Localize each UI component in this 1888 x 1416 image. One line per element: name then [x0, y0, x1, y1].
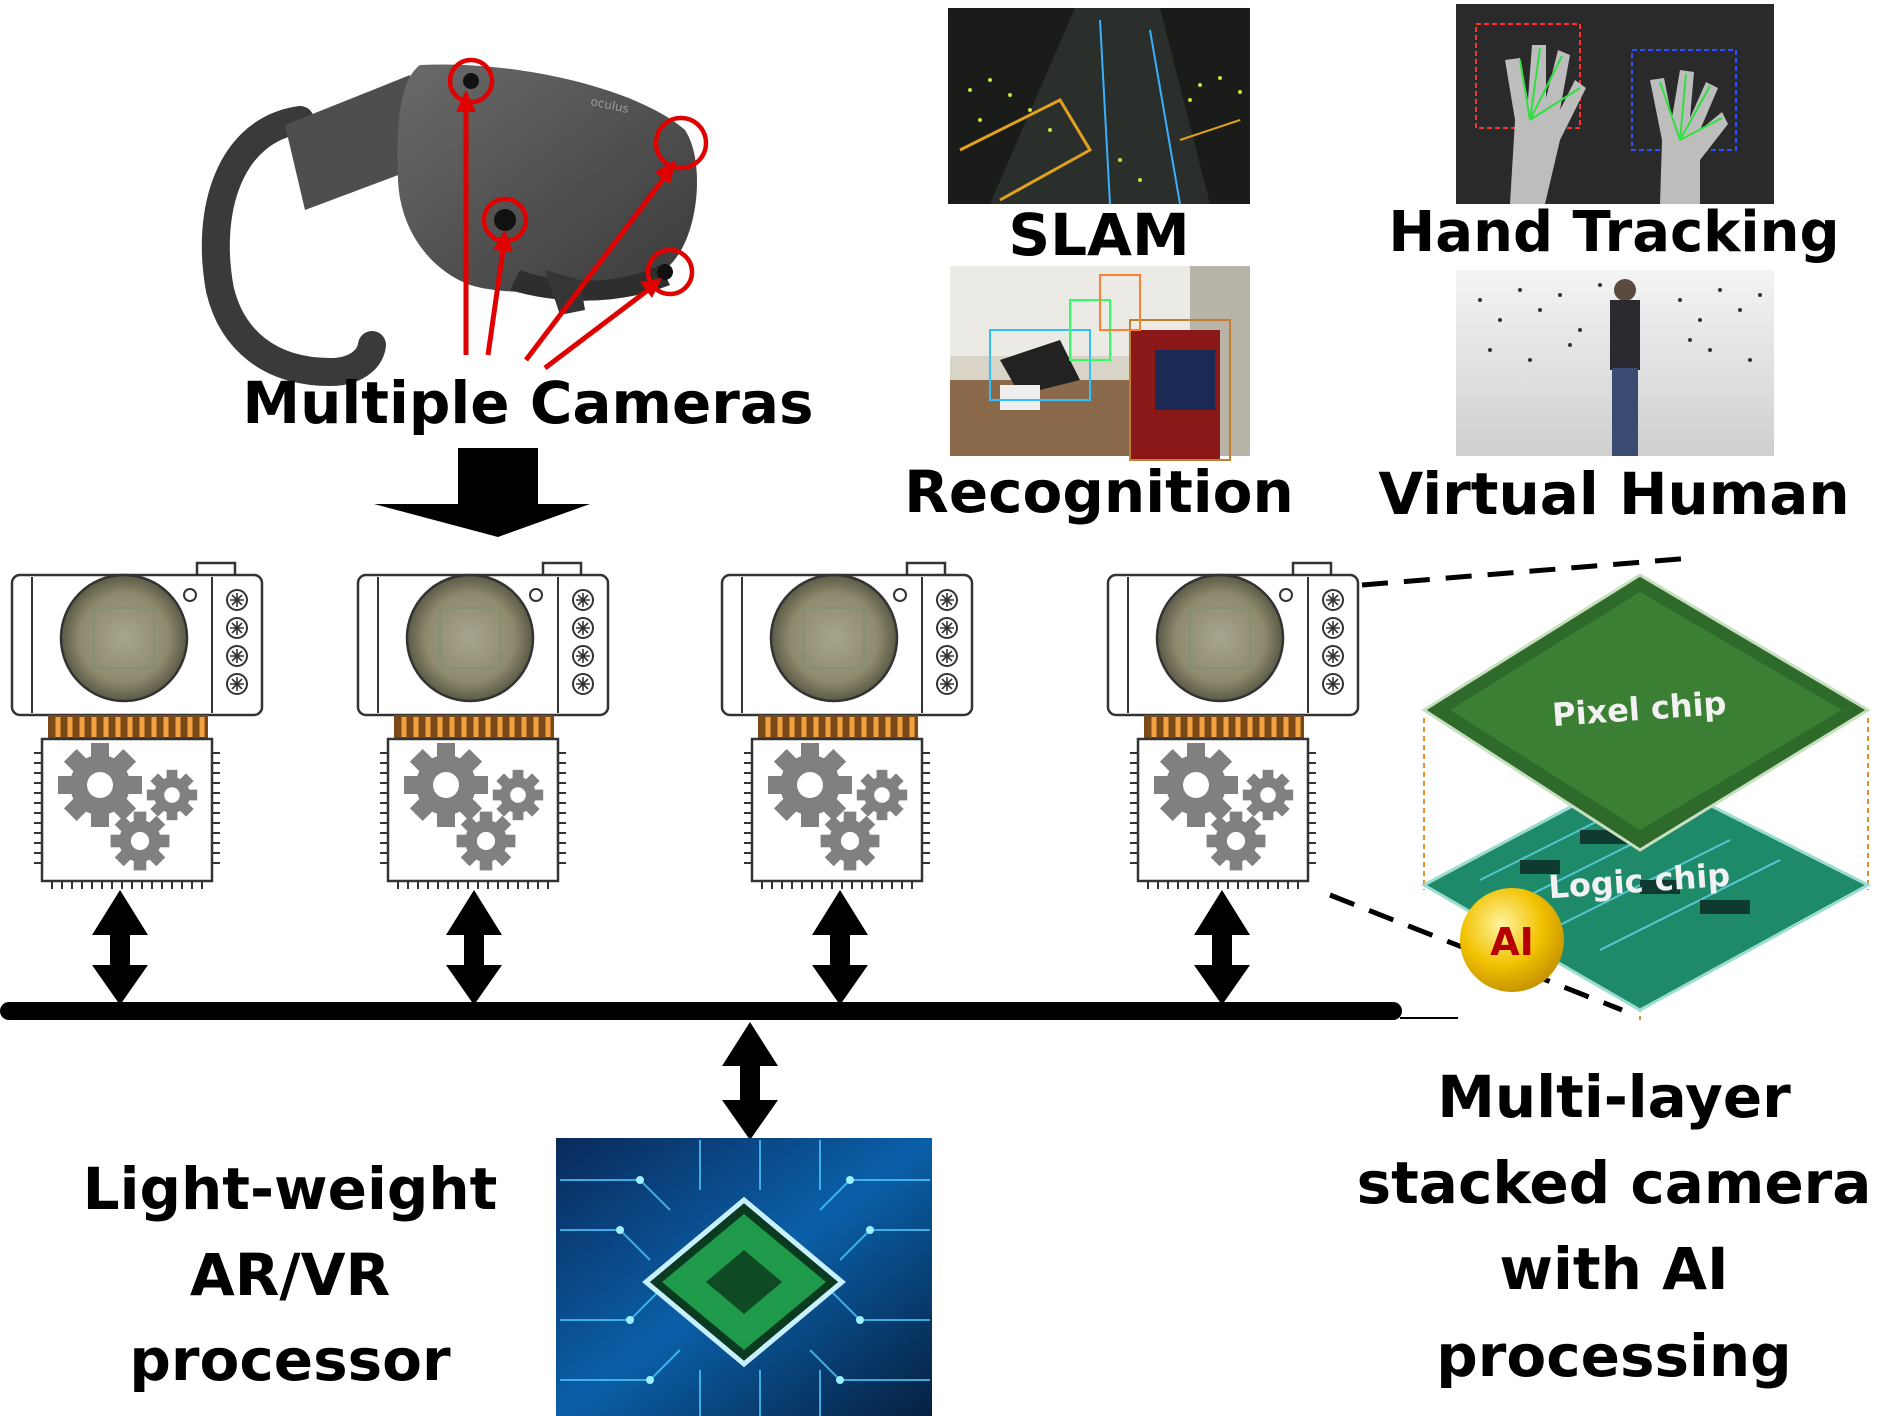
hand-tracking-image [1456, 4, 1774, 204]
highlight-circle [645, 247, 695, 297]
camera-unit [1106, 561, 1360, 889]
down-arrow [374, 448, 590, 537]
gear-icon [492, 769, 544, 821]
camera-pointer-arrows [456, 90, 676, 370]
gear-icon [820, 811, 880, 871]
gear-icon [404, 743, 488, 827]
gear-icon [58, 743, 142, 827]
ai-badge-label: AI [1490, 920, 1534, 964]
gear-icon [456, 811, 516, 871]
ai-badge [1460, 888, 1564, 992]
gear-icon [1206, 811, 1266, 871]
camera-connector [48, 715, 208, 739]
gear-icon [1242, 769, 1294, 821]
zoom-leader-lines [1329, 555, 1693, 1013]
stacked-caption-line: stacked camera [1357, 1149, 1872, 1217]
bidirectional-arrow [722, 1022, 778, 1140]
bidirectional-arrow [1194, 890, 1250, 1005]
camera-body-icon [1106, 561, 1360, 717]
stacked-caption-line: with AI [1499, 1235, 1728, 1303]
gear-icon [768, 743, 852, 827]
stacked-caption-line: Multi-layer [1437, 1063, 1791, 1131]
processor-caption: Light-weight AR/VR processor [83, 1155, 498, 1394]
camera-connector [758, 715, 918, 739]
slam-label: SLAM [1008, 201, 1189, 269]
bidirectional-arrow [446, 890, 502, 1005]
recognition-image [950, 266, 1250, 461]
camera-unit [356, 561, 610, 889]
camera-unit [720, 561, 974, 889]
processing-chip-icon [1130, 737, 1316, 889]
processor-caption-line: AR/VR [190, 1241, 390, 1309]
camera-body-icon [356, 561, 610, 717]
processing-chip-icon [34, 737, 220, 889]
system-bus [0, 1002, 1402, 1020]
stacked-camera-caption: Multi-layer stacked camera with AI proce… [1357, 1063, 1872, 1390]
stacked-chip-illustration: Logic chip Pixel chip AI [1420, 573, 1872, 1020]
slam-image [948, 8, 1250, 205]
processor-caption-line: Light-weight [83, 1155, 498, 1223]
vr-headset-image: oculus [201, 64, 697, 387]
processing-chip-icon [380, 737, 566, 889]
camera-body-icon [720, 561, 974, 717]
highlight-circle [653, 115, 709, 171]
virtual-human-image [1456, 270, 1774, 456]
camera-unit [10, 561, 264, 889]
hand-tracking-label: Hand Tracking [1388, 200, 1839, 265]
virtual-human-label: Virtual Human [1378, 460, 1849, 528]
gear-icon [1154, 743, 1238, 827]
bidirectional-arrows [92, 890, 1250, 1140]
gear-icon [146, 769, 198, 821]
bidirectional-arrow [812, 890, 868, 1005]
processor-circuit-image [556, 1138, 932, 1416]
processor-caption-line: processor [129, 1326, 451, 1394]
gear-icon [110, 811, 170, 871]
gear-icon [856, 769, 908, 821]
multiple-cameras-label: Multiple Cameras [242, 369, 813, 437]
stacked-caption-line: processing [1436, 1322, 1791, 1390]
camera-connector [394, 715, 554, 739]
camera-connector [1144, 715, 1304, 739]
recognition-label: Recognition [904, 458, 1294, 526]
camera-body-icon [10, 561, 264, 717]
bidirectional-arrow [92, 890, 148, 1005]
processing-chip-icon [744, 737, 930, 889]
